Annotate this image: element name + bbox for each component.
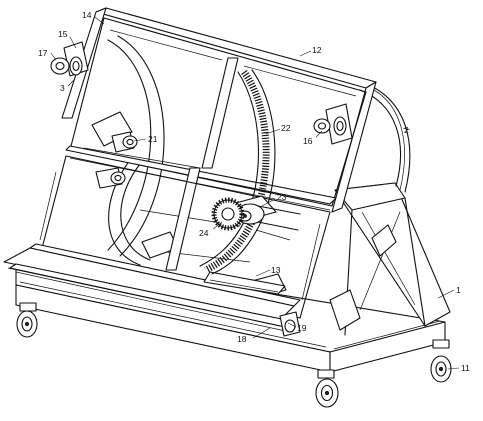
label-16: 16: [303, 136, 313, 146]
label-23: 23: [277, 192, 287, 202]
roller-21: [111, 131, 138, 153]
label-17: 17: [38, 48, 48, 58]
label-22: 22: [281, 123, 291, 133]
label-24: 24: [199, 228, 209, 238]
triangular-support: [329, 182, 451, 336]
label-11: 11: [461, 363, 470, 373]
caster-wheels: [16, 302, 452, 408]
curved-guide-rails: [91, 35, 411, 299]
label-18: 18: [237, 334, 247, 344]
wheel-front-left: [16, 302, 38, 338]
label-2: 2: [404, 125, 409, 135]
clamp-upper-right: [313, 103, 353, 145]
clamp-upper-left: [50, 41, 89, 77]
label-14: 14: [82, 10, 92, 20]
label-12: 12: [312, 45, 322, 55]
roller-left-mid: [95, 167, 126, 189]
label-19: 19: [297, 323, 307, 333]
callout-labels: 14 15 17 3 12 2 16 21 22 23 24 13 1 19 1…: [38, 10, 470, 373]
wheel-rear-right: [430, 339, 452, 383]
label-3: 3: [60, 83, 65, 93]
wheel-front-right: [315, 369, 339, 408]
tilting-frame: [3, 7, 377, 333]
label-21: 21: [148, 134, 158, 144]
rack-gear: [199, 69, 276, 275]
leader-lines: [50, 16, 460, 370]
label-15: 15: [58, 29, 68, 39]
label-13: 13: [271, 265, 281, 275]
drive-gear: [211, 197, 245, 231]
label-1: 1: [456, 285, 461, 295]
